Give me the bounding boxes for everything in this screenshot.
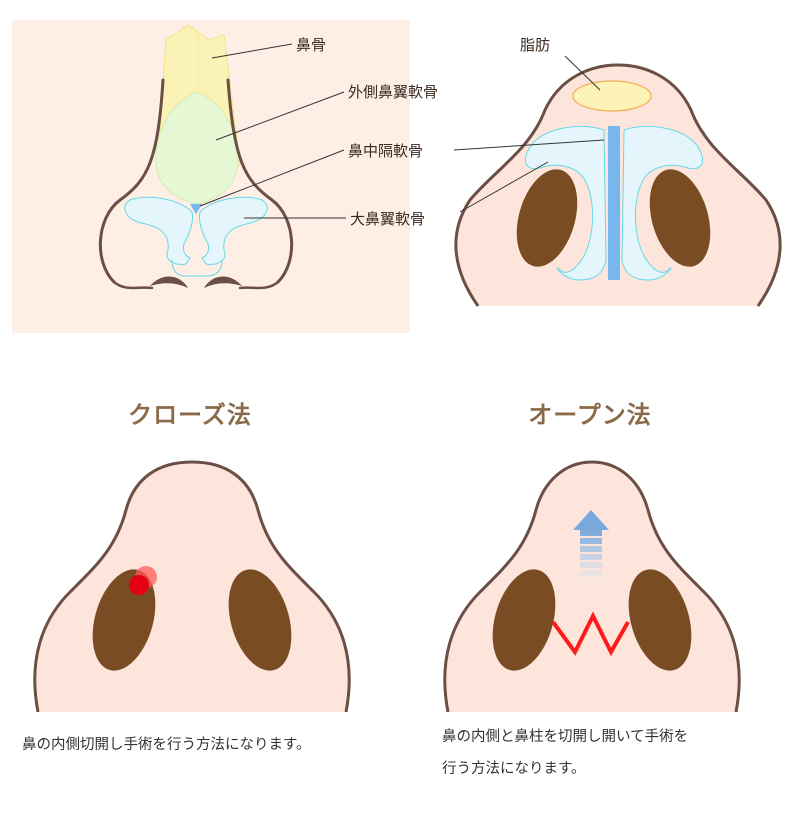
open-nose-skin	[444, 462, 740, 712]
bottom-view-diagram: 脂肪	[453, 36, 782, 307]
nose-wing-left	[112, 280, 154, 290]
lift-arrow-icon	[573, 510, 609, 584]
septal-cartilage	[608, 126, 620, 280]
leader-fat	[564, 55, 601, 91]
incision-mark	[129, 575, 149, 595]
septal-cartilage-tip	[190, 204, 202, 214]
nose-wing-right	[238, 280, 280, 290]
closed-nose-skin	[34, 462, 350, 712]
leader-alar-cartilage-base	[459, 161, 549, 213]
leader-septal-cartilage-base	[453, 139, 605, 151]
open-method-diagram	[443, 460, 741, 713]
label-fat: 脂肪	[520, 36, 550, 54]
alar-cartilage-left-base	[525, 125, 607, 281]
open-nostril-right	[628, 569, 692, 671]
nostril-right-base	[649, 169, 711, 267]
zigzag-incision	[551, 611, 630, 657]
closed-nose-outline	[33, 460, 351, 713]
nose-outline-right	[226, 78, 294, 284]
open-nose-outline	[443, 460, 741, 713]
nostril-right	[204, 276, 242, 288]
nostril-left-base	[516, 169, 578, 267]
open-nostril-left	[492, 569, 556, 671]
closed-method-title: クローズ法	[128, 401, 252, 429]
alar-cartilage-right-base	[621, 125, 703, 281]
open-method-description-line1: 鼻の内側と鼻柱を切開し開いて手術を	[442, 729, 689, 745]
leader-septal-cartilage	[199, 149, 345, 207]
label-alar-cartilage: 大鼻翼軟骨	[350, 210, 425, 228]
open-method-title: オープン法	[528, 401, 652, 429]
closed-method-diagram	[33, 460, 351, 713]
open-method-description-line2: 行う方法になります。	[442, 761, 586, 777]
label-septal-cartilage: 鼻中隔軟骨	[348, 142, 423, 160]
leader-lateral-cartilage	[215, 91, 345, 141]
closed-method-description: 鼻の内側切開し手術を行う方法になります。	[22, 737, 311, 753]
nostril-left	[150, 276, 188, 288]
front-view-diagram: 鼻骨 外側鼻翼軟骨 鼻中隔軟骨 大鼻翼軟骨	[12, 20, 438, 333]
closed-nostril-right	[228, 569, 292, 671]
alar-cartilage-right	[199, 196, 268, 265]
label-lateral-cartilage: 外側鼻翼軟骨	[348, 83, 438, 101]
columella-cartilage	[171, 259, 223, 277]
alar-cartilage-left	[124, 196, 193, 265]
label-nasal-bone: 鼻骨	[296, 36, 326, 54]
fat-pad	[572, 80, 652, 112]
leader-nasal-bone	[211, 43, 293, 59]
nose-base-outline	[454, 63, 782, 307]
nose-outline-left	[98, 78, 165, 284]
